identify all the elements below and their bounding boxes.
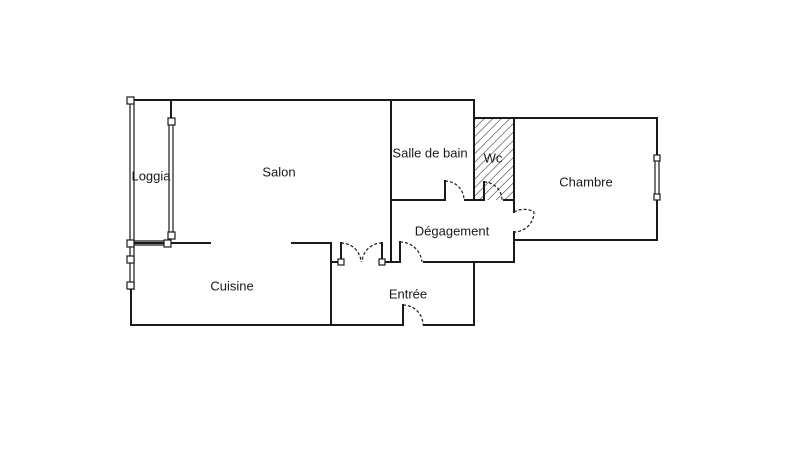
room-label-cuisine: Cuisine bbox=[210, 278, 254, 294]
door-swings bbox=[340, 180, 535, 326]
room-label-salon: Salon bbox=[262, 164, 296, 180]
room-label-entree: Entrée bbox=[388, 286, 428, 302]
room-label-degagement: Dégagement bbox=[414, 223, 490, 239]
room-label-wc: Wc bbox=[483, 150, 503, 166]
room-label-salle-de-bain: Salle de bain bbox=[392, 145, 468, 161]
window-markers bbox=[126, 96, 661, 290]
room-label-chambre: Chambre bbox=[559, 174, 613, 190]
walls bbox=[130, 99, 658, 326]
room-label-loggia: Loggia bbox=[131, 168, 171, 184]
wc-hatched-area bbox=[474, 118, 514, 200]
